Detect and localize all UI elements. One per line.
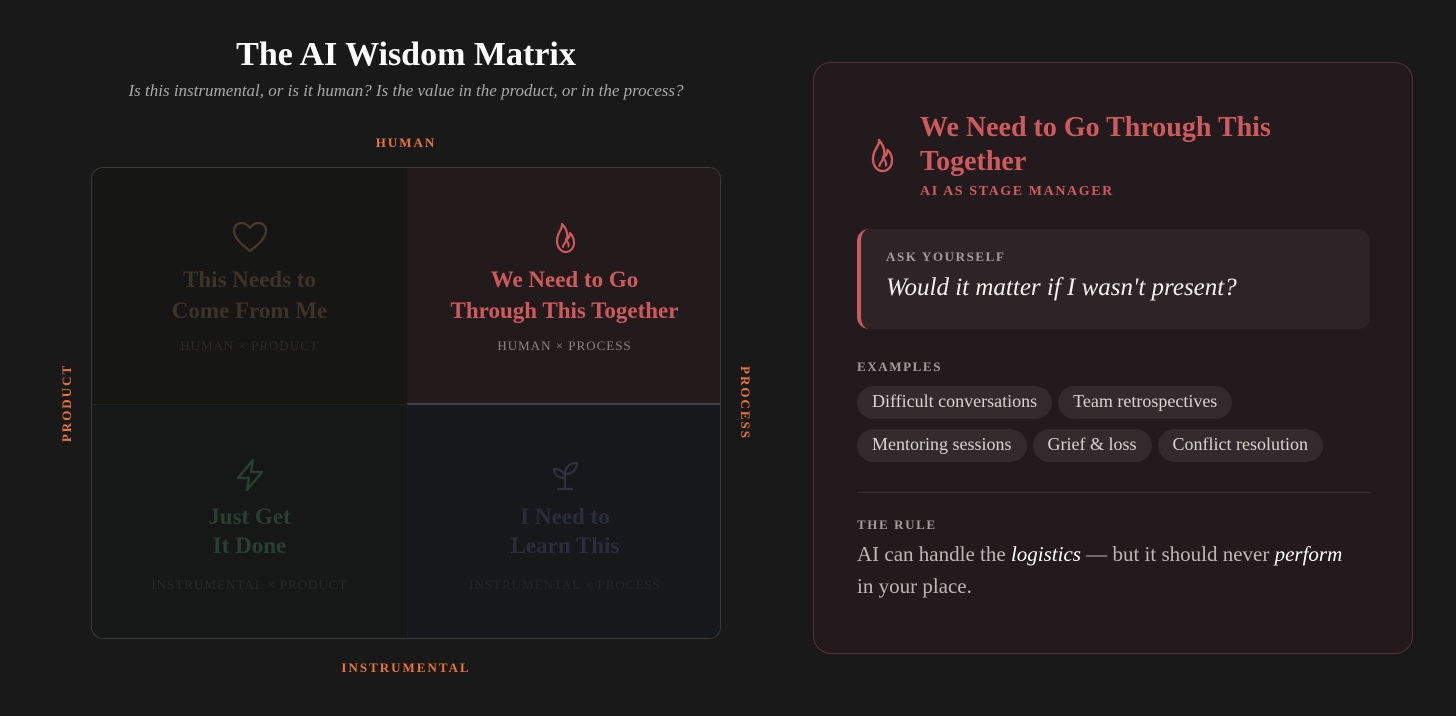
ask-question: Would it matter if I wasn't present? [886,274,1237,301]
example-chip: Difficult conversations [857,386,1053,419]
flame-icon [871,138,894,173]
axis-label-product: PRODUCT [59,363,74,443]
ask-label: ASK YOURSELF [886,249,1006,264]
quadrant-human-process[interactable]: We Need to Go Through This Together HUMA… [407,168,720,404]
quadrant-subtitle: HUMAN × PROCESS [497,338,632,353]
quadrant-instrumental-process[interactable]: I Need to Learn This INSTRUMENTAL × PROC… [407,404,720,638]
heart-icon [232,221,267,253]
example-chip: Team retrospectives [1058,386,1233,419]
example-chip: Mentoring sessions [857,429,1027,462]
detail-title: We Need to Go Through This Together [920,112,1271,177]
detail-panel: We Need to Go Through This Together AI A… [813,62,1413,654]
quadrant-human-product[interactable]: This Needs to Come From Me HUMAN × PRODU… [92,168,407,404]
detail-kicker: AI AS STAGE MANAGER [920,184,1114,199]
example-chip: Conflict resolution [1157,429,1323,462]
flame-icon [555,222,575,254]
page-subtitle: Is this instrumental, or is it human? Is… [128,81,684,100]
example-chip: Grief & loss [1032,429,1152,462]
axis-label-process: PROCESS [738,366,753,440]
axis-label-instrumental: INSTRUMENTAL [341,660,471,675]
quadrant-subtitle: INSTRUMENTAL × PROCESS [469,577,661,592]
rule-text-part: in your place. [857,574,972,598]
quadrant-title: We Need to Go Through This Together [450,267,679,323]
rule-emphasis-perform: perform [1274,542,1343,566]
quadrant-title: Just Get It Done [208,504,291,558]
axis-label-human: HUMAN [375,135,437,150]
ask-yourself-callout: ASK YOURSELF Would it matter if I wasn't… [857,229,1370,329]
quadrant-instrumental-product[interactable]: Just Get It Done INSTRUMENTAL × PRODUCT [92,404,407,638]
rule-emphasis-logistics: logistics [1010,542,1081,566]
rule-text-part: AI can handle the [857,542,1011,566]
rule-text: AI can handle the logistics — but it sho… [857,538,1357,602]
rule-label: THE RULE [857,517,937,532]
quadrant-subtitle: INSTRUMENTAL × PRODUCT [151,577,348,592]
lightning-icon [236,458,263,492]
quadrant-subtitle: HUMAN × PRODUCT [180,338,319,353]
quadrant-title: I Need to Learn This [510,504,620,558]
examples-label: EXAMPLES [857,359,943,374]
sprout-icon [552,461,579,491]
wisdom-matrix: This Needs to Come From Me HUMAN × PRODU… [91,167,721,639]
rule-text-part: — but it should never [1080,542,1275,566]
divider [857,492,1370,493]
quadrant-title: This Needs to Come From Me [171,267,328,323]
page-title: The AI Wisdom Matrix [236,36,576,73]
